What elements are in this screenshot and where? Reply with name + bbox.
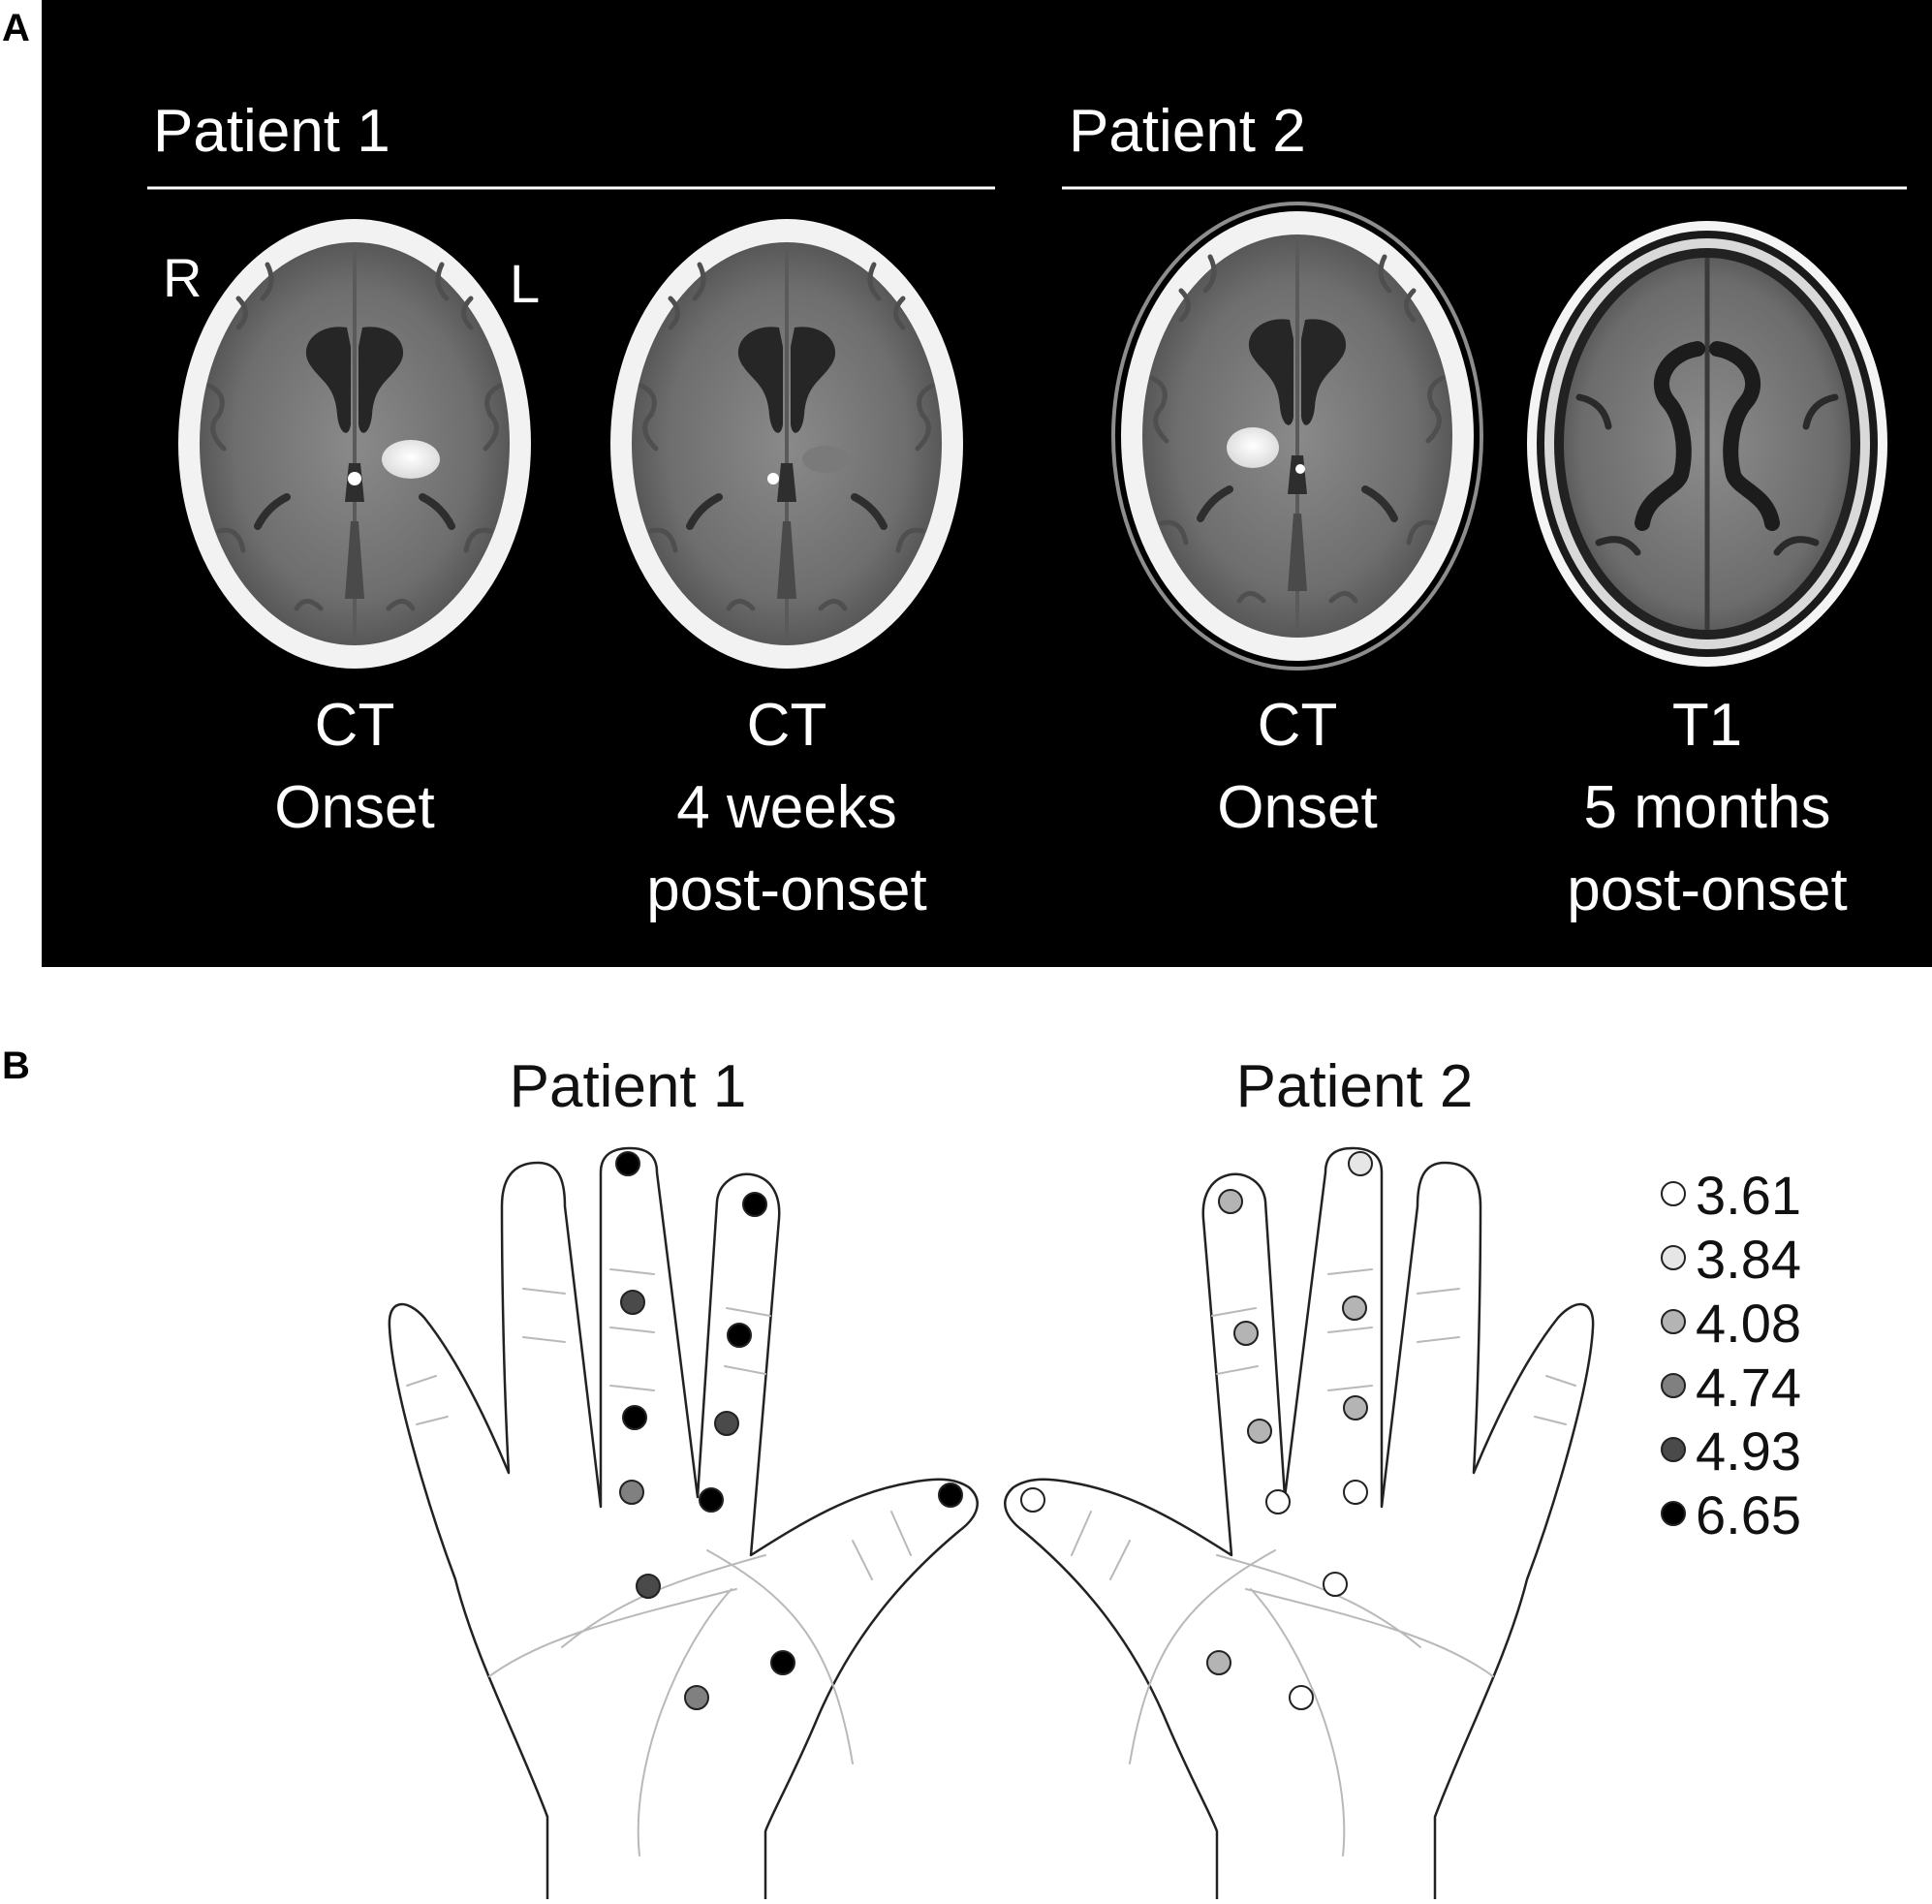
legend-label-0: 3.61: [1696, 1165, 1801, 1226]
hand2-point-middle-tip: [1218, 1189, 1243, 1214]
brain-ct-image: [1121, 211, 1474, 661]
legend-label-5: 6.65: [1696, 1484, 1801, 1545]
hand2-outline: [1004, 1146, 1595, 1899]
hand2-point-index-middle: [1342, 1295, 1367, 1321]
hand1-title: Patient 1: [510, 1053, 747, 1120]
panel-a-patient1-title: Patient 1: [153, 98, 390, 165]
hand1-point-middle-middle: [727, 1323, 752, 1348]
legend-swatch-0: [1661, 1181, 1686, 1206]
hand2-point-index-tip: [1348, 1151, 1373, 1176]
scan2-caption-line2: 4 weeks: [676, 774, 896, 841]
hand1-point-palm-lower-right: [770, 1650, 795, 1675]
scan4-caption-line3: post-onset: [1567, 857, 1848, 923]
hand1-point-middle-proximal: [714, 1411, 739, 1436]
panel-b-label: B: [2, 1045, 30, 1087]
hand1-point-middle-tip: [742, 1192, 767, 1217]
hand1-outline: [388, 1146, 979, 1899]
legend-swatch-3: [1661, 1373, 1686, 1398]
hand2-point-middle-base: [1265, 1489, 1291, 1514]
hand2-point-index-base: [1343, 1480, 1368, 1505]
scan3-caption-line2: Onset: [1217, 774, 1377, 841]
legend-label-3: 4.74: [1696, 1357, 1801, 1418]
hand1-point-index-base: [619, 1480, 644, 1505]
hand1-point-middle-base: [699, 1487, 724, 1513]
scan-p1-ct-onset: [178, 219, 531, 669]
hand1-point-thumb-tip: [938, 1483, 963, 1508]
scan1-caption-line1: CT: [315, 692, 395, 759]
hand2-point-palm-lower-right: [1289, 1685, 1314, 1710]
hand2-point-middle-middle: [1233, 1321, 1259, 1346]
scan3-caption-line1: CT: [1258, 692, 1338, 759]
calcification-marker: [767, 473, 779, 484]
scan2-caption-line1: CT: [747, 692, 827, 759]
legend-label-1: 3.84: [1696, 1229, 1801, 1290]
hand2-point-thumb-tip: [1020, 1487, 1045, 1513]
scan2-caption-line3: post-onset: [646, 857, 927, 923]
legend: 3.61 3.84 4.08 4.74 4.93 6.65: [1661, 1165, 1801, 1545]
brain-ct-image: [178, 219, 531, 669]
hand1-point-index-proximal: [622, 1405, 647, 1430]
hand2-point-index-proximal: [1343, 1395, 1368, 1420]
legend-swatch-2: [1661, 1309, 1686, 1334]
scan4-caption-line1: T1: [1672, 692, 1742, 759]
calcification-marker: [348, 472, 361, 485]
orientation-left-label: L: [510, 253, 540, 314]
hand1-points: [615, 1151, 963, 1710]
hand2-point-middle-proximal: [1247, 1419, 1272, 1444]
legend-swatch-4: [1661, 1437, 1686, 1462]
panel-b: B Patient 1 Patient 2 3.61 3.84 4.08 4.7…: [2, 1045, 1801, 1899]
scan-p2-ct-onset: [1111, 202, 1483, 671]
legend-swatch-1: [1661, 1245, 1686, 1270]
hand2-point-palm-upper: [1323, 1572, 1348, 1597]
hand2-point-palm-lower-left: [1206, 1650, 1231, 1675]
hand1-point-index-middle: [620, 1290, 645, 1315]
panel-a: A Patient 1 Patient 2 R L: [2, 0, 1932, 967]
hand2-title: Patient 2: [1236, 1053, 1474, 1120]
hand1-point-palm-upper: [636, 1574, 661, 1599]
panel-a-patient2-title: Patient 2: [1069, 98, 1306, 165]
legend-swatch-5: [1661, 1501, 1686, 1526]
calcification-marker: [1295, 464, 1305, 474]
hand-patient1: [388, 1146, 979, 1899]
scan1-caption-line2: Onset: [274, 774, 434, 841]
hand2-points: [1020, 1151, 1373, 1710]
scan-p1-ct-4weeks: [610, 219, 963, 669]
orientation-right-label: R: [163, 247, 202, 308]
hand1-point-palm-lower-left: [684, 1685, 709, 1710]
scan-p2-t1-5months: [1527, 221, 1887, 667]
hand1-point-index-tip: [615, 1151, 640, 1176]
scan4-caption-line2: 5 months: [1583, 774, 1830, 841]
hemorrhage-lesion: [1227, 427, 1279, 468]
legend-label-4: 4.93: [1696, 1420, 1801, 1482]
resolved-lesion: [802, 446, 849, 473]
hemorrhage-lesion: [382, 440, 440, 479]
legend-label-2: 4.08: [1696, 1293, 1801, 1354]
panel-a-label: A: [2, 7, 30, 49]
brain-ct-image: [610, 219, 963, 669]
hand-patient2: [1004, 1146, 1595, 1899]
